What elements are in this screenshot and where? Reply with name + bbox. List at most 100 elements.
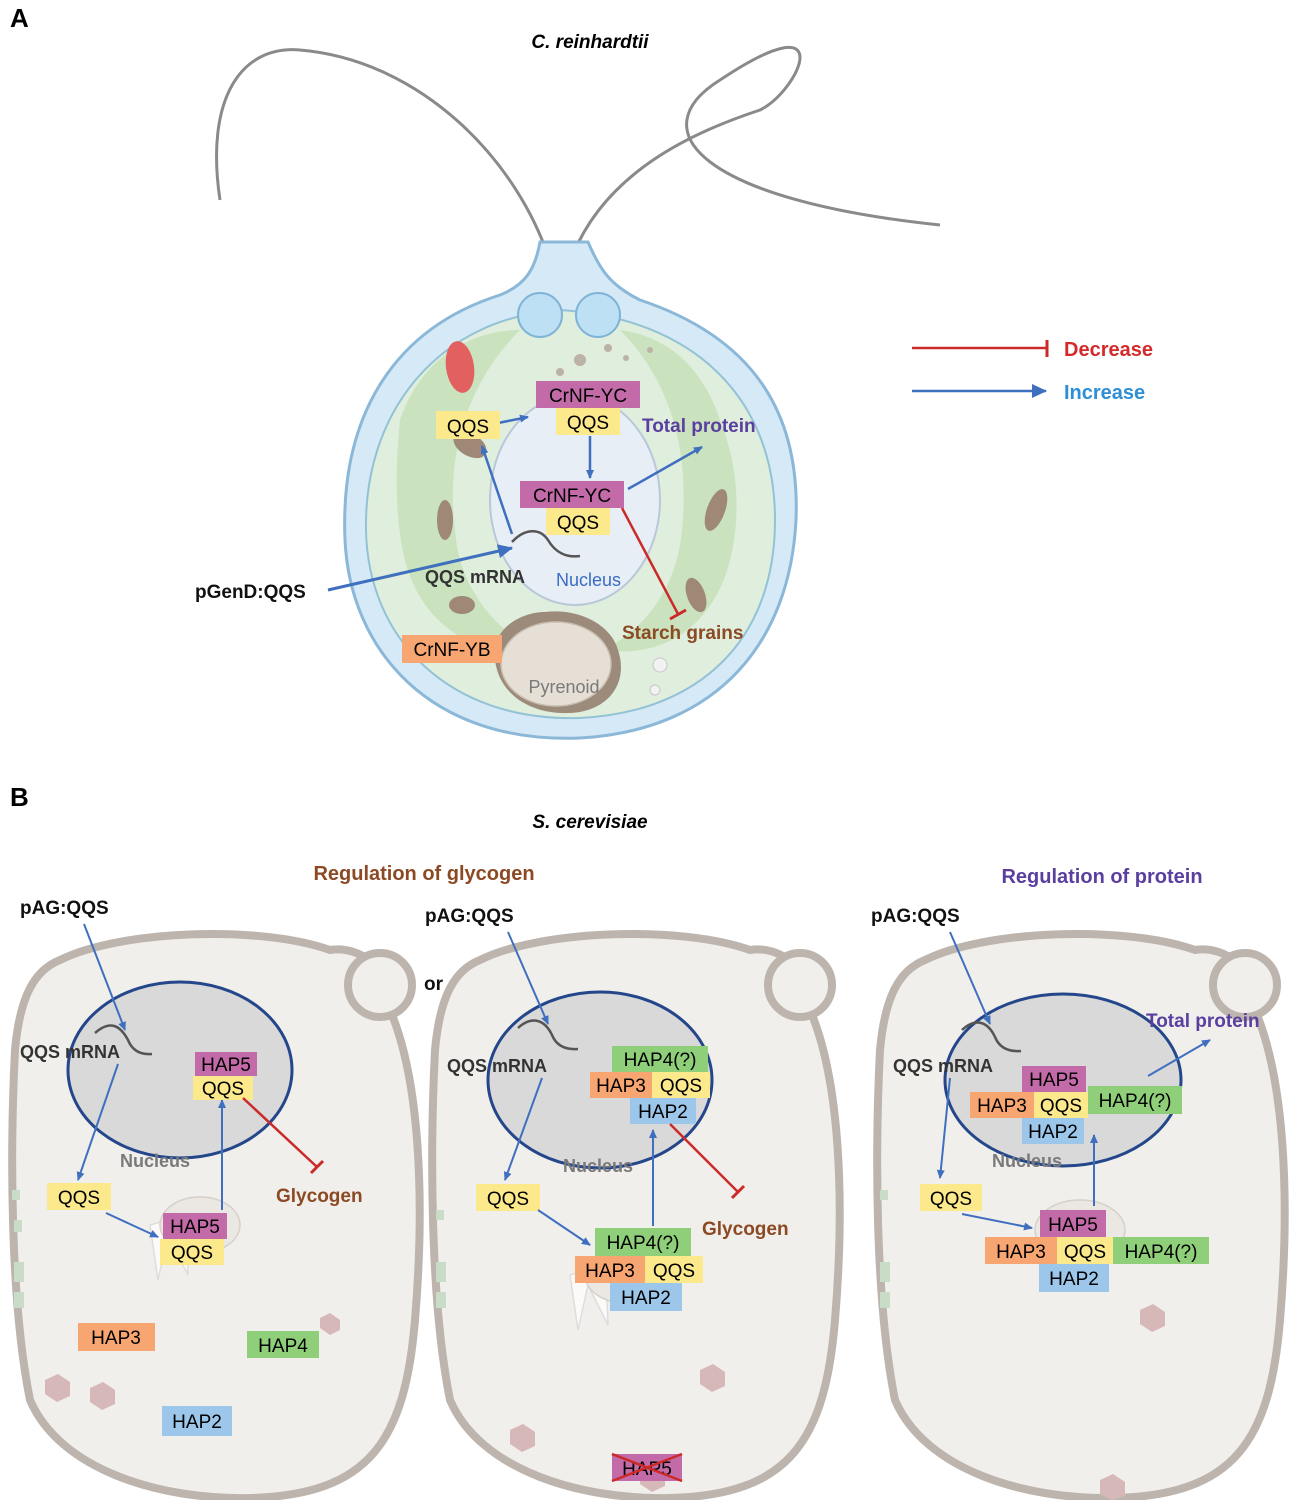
- crnf-yb-box: [402, 635, 502, 663]
- qqs-box-nucleus: [546, 508, 610, 535]
- panel-a-letter: A: [10, 3, 29, 33]
- hap4q-label-2n: HAP4(?): [624, 1050, 697, 1071]
- hap3-label-2n: HAP3: [596, 1076, 646, 1097]
- qqs-box-2b: [645, 1256, 703, 1283]
- qqs-box-1n: [193, 1076, 253, 1100]
- hap4q-box-2: [595, 1228, 691, 1256]
- arrow-total-protein-3: [1147, 1039, 1211, 1077]
- hap5-label-3n: HAP5: [1029, 1070, 1079, 1091]
- crnf-yc-box-top: [536, 381, 640, 408]
- qqs-mrna-label-2: QQS mRNA: [447, 1056, 547, 1076]
- qqs-mrna-label-3: QQS mRNA: [893, 1056, 993, 1076]
- qqs-label-nucleus: QQS: [557, 513, 599, 534]
- qqs-box-3a: [920, 1184, 982, 1211]
- pgend-label: pGenD:QQS: [195, 582, 306, 603]
- qqs-box-2n: [652, 1072, 710, 1098]
- qqs-box-2a: [476, 1184, 540, 1211]
- inhibit-glycogen-2: [669, 1123, 746, 1200]
- arrow-qqs-complex-3: [961, 1213, 1033, 1231]
- qqs-label-2n: QQS: [660, 1076, 702, 1097]
- qqs-label: QQS: [447, 417, 489, 438]
- hap4-box-1: [247, 1331, 319, 1358]
- hap4q-label-3n: HAP4(?): [1099, 1091, 1172, 1112]
- pyrenoid-label: Pyrenoid: [528, 677, 599, 697]
- hap2-box-3n: [1022, 1118, 1084, 1144]
- or-label: or: [424, 974, 444, 995]
- flagellum-right: [566, 45, 941, 269]
- hap5-label-1: HAP5: [170, 1217, 220, 1238]
- arrow-mrna-to-qqs: [480, 445, 514, 535]
- qqs-label-1b: QQS: [171, 1243, 213, 1264]
- nucleus-label-3: Nucleus: [992, 1151, 1062, 1171]
- hap4q-label-3: HAP4(?): [1125, 1242, 1198, 1263]
- qqs-label-2a: QQS: [487, 1189, 529, 1210]
- flagellum-left: [215, 48, 554, 269]
- hap2-label-3: HAP2: [1049, 1269, 1099, 1290]
- yeast-cell-2: [428, 930, 844, 1500]
- arrow-qqs-to-complex: [497, 414, 529, 425]
- mrna-strand: [511, 530, 581, 558]
- mrna-strand-1: [94, 1024, 153, 1056]
- hap3-label-3: HAP3: [996, 1242, 1046, 1263]
- qqs-label-3a: QQS: [930, 1189, 972, 1210]
- hap5-label-deleted: HAP5: [622, 1459, 672, 1480]
- hap2-label-2n: HAP2: [638, 1102, 688, 1123]
- qqs-label-1a: QQS: [58, 1188, 100, 1209]
- crnf-yc-box-nucleus: [520, 481, 624, 508]
- arrow-pag-2: [507, 931, 549, 1025]
- qqs-label-2b: QQS: [653, 1261, 695, 1282]
- crnf-yc-label-nucleus: CrNF-YC: [533, 486, 611, 507]
- inhibit-to-starch: [620, 507, 687, 621]
- hap3-box-2n: [590, 1072, 652, 1098]
- hap4-label-1: HAP4: [258, 1336, 308, 1357]
- nucleus-label-2: Nucleus: [563, 1156, 633, 1176]
- qqs-label-3n: QQS: [1040, 1096, 1082, 1117]
- arrow-pag-1: [83, 923, 126, 1031]
- pag-label-2: pAG:QQS: [425, 906, 514, 927]
- hap3-label-3n: HAP3: [977, 1096, 1027, 1117]
- total-protein-label-b: Total protein: [1146, 1011, 1260, 1032]
- total-protein-label-a: Total protein: [642, 416, 756, 437]
- hap3-box-2: [575, 1256, 645, 1283]
- hap3-label-2: HAP3: [585, 1261, 635, 1282]
- nucleus-label-1: Nucleus: [120, 1151, 190, 1171]
- qqs-box-3b: [1057, 1237, 1113, 1264]
- panel-a-organism: C. reinhardtii: [531, 32, 649, 53]
- hap3-label-1: HAP3: [91, 1328, 141, 1349]
- arrow-mrna-qqs-3: [936, 1077, 951, 1179]
- nucleus-label-a: Nucleus: [556, 570, 621, 590]
- heading-glycogen: Regulation of glycogen: [313, 863, 534, 885]
- starch-label: Starch grains: [622, 623, 743, 644]
- mrna-strand-3: [961, 1021, 1022, 1053]
- pag-label-1: pAG:QQS: [20, 898, 109, 919]
- hap5-box-3: [1040, 1210, 1106, 1237]
- strike-b: [611, 1452, 683, 1483]
- hap2-label-2: HAP2: [621, 1288, 671, 1309]
- hap5-label-1n: HAP5: [201, 1055, 251, 1076]
- hap5-label-3: HAP5: [1048, 1215, 1098, 1236]
- qqs-label-3b: QQS: [1064, 1242, 1106, 1263]
- panel-b-organism: S. cerevisiae: [532, 812, 648, 833]
- hap3-box-3n: [970, 1092, 1034, 1118]
- heading-protein: Regulation of protein: [1001, 866, 1202, 888]
- crnf-yb-label: CrNF-YB: [413, 640, 490, 661]
- arrow-mrna-qqs-2: [503, 1077, 543, 1181]
- legend: Decrease Increase: [912, 339, 1153, 404]
- hap4q-box-3n: [1088, 1086, 1182, 1114]
- inhibit-glycogen-1: [242, 1097, 325, 1175]
- qqs-mrna-label-1: QQS mRNA: [20, 1042, 120, 1062]
- mrna-strand-2: [517, 1019, 579, 1051]
- arrow-to-total-protein: [627, 445, 703, 491]
- hap4q-box-3: [1113, 1237, 1209, 1264]
- glycogen-label-2: Glycogen: [702, 1219, 789, 1240]
- hap4q-box-2n: [612, 1046, 708, 1072]
- hap4q-label-2: HAP4(?): [607, 1233, 680, 1254]
- arrow-qqs-hap5-1: [105, 1212, 159, 1238]
- qqs-label-1n: QQS: [202, 1079, 244, 1100]
- legend-increase-label: Increase: [1064, 382, 1145, 404]
- qqs-box: [436, 411, 500, 439]
- hap5-box-3n: [1022, 1066, 1086, 1092]
- qqs-box-1a: [47, 1183, 111, 1210]
